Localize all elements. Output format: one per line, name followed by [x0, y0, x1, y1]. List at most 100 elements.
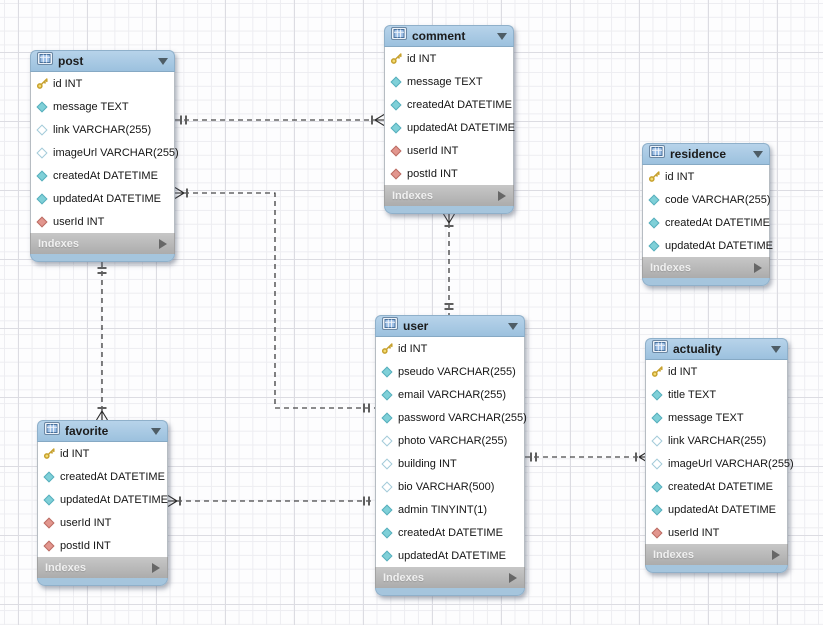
table-header[interactable]: residence: [642, 143, 770, 165]
column-definition: updatedAt DATETIME: [398, 549, 507, 562]
column-definition: userId INT: [668, 526, 720, 539]
column-definition: createdAt DATETIME: [398, 526, 503, 539]
expand-arrow-icon[interactable]: [498, 190, 506, 201]
expand-arrow-icon[interactable]: [754, 262, 762, 273]
column-updatedAt[interactable]: updatedAt DATETIME: [646, 498, 787, 521]
column-userId[interactable]: userId INT: [31, 210, 174, 233]
column-definition: title TEXT: [668, 388, 717, 401]
column-link[interactable]: link VARCHAR(255): [646, 429, 787, 452]
column-id[interactable]: id INT: [376, 337, 524, 360]
column-id[interactable]: id INT: [385, 47, 513, 70]
column-definition: createdAt DATETIME: [53, 169, 158, 182]
column-id[interactable]: id INT: [643, 165, 769, 188]
column-password[interactable]: password VARCHAR(255): [376, 406, 527, 429]
column-createdAt[interactable]: createdAt DATETIME: [643, 211, 770, 234]
relationship-post-user[interactable]: [174, 187, 375, 413]
column-definition: message TEXT: [407, 75, 483, 88]
column-message[interactable]: message TEXT: [646, 406, 787, 429]
cardinality-many-marker: [443, 213, 455, 227]
column-id[interactable]: id INT: [646, 360, 787, 383]
collapse-arrow-icon[interactable]: [151, 427, 161, 435]
column-createdAt[interactable]: createdAt DATETIME: [385, 93, 513, 116]
column-createdAt[interactable]: createdAt DATETIME: [646, 475, 787, 498]
column-updatedAt[interactable]: updatedAt DATETIME: [31, 187, 174, 210]
column-definition: link VARCHAR(255): [53, 123, 152, 136]
column-userId[interactable]: userId INT: [385, 139, 513, 162]
expand-arrow-icon[interactable]: [152, 562, 160, 573]
relationship-favorite-user[interactable]: [167, 495, 375, 507]
collapse-arrow-icon[interactable]: [771, 345, 781, 353]
column-definition: link VARCHAR(255): [668, 434, 767, 447]
indexes-label: Indexes: [38, 237, 79, 250]
indexes-row[interactable]: Indexes: [642, 257, 770, 278]
column-userId[interactable]: userId INT: [38, 511, 167, 534]
notnull-column-icon: [390, 98, 403, 111]
expand-arrow-icon[interactable]: [509, 572, 517, 583]
column-link[interactable]: link VARCHAR(255): [31, 118, 174, 141]
relationship-post-comment[interactable]: [175, 114, 385, 126]
column-postId[interactable]: postId INT: [385, 162, 513, 185]
column-updatedAt[interactable]: updatedAt DATETIME: [38, 488, 168, 511]
column-userId[interactable]: userId INT: [646, 521, 787, 544]
table-header[interactable]: favorite: [37, 420, 168, 442]
columns-list: id INT title TEXT message TEXT link VARCHAR…: [645, 360, 794, 544]
collapse-arrow-icon[interactable]: [508, 322, 518, 330]
table-header[interactable]: actuality: [645, 338, 788, 360]
indexes-label: Indexes: [650, 261, 691, 274]
column-createdAt[interactable]: createdAt DATETIME: [376, 521, 524, 544]
indexes-row[interactable]: Indexes: [645, 544, 788, 565]
indexes-row[interactable]: Indexes: [37, 557, 168, 578]
collapse-arrow-icon[interactable]: [158, 57, 168, 65]
indexes-row[interactable]: Indexes: [375, 567, 525, 588]
primary-key-icon: [43, 448, 56, 460]
table-actuality[interactable]: actuality id INT title TEXT message TEXT lin…: [645, 338, 794, 573]
table-header[interactable]: post: [30, 50, 175, 72]
column-definition: pseudo VARCHAR(255): [398, 365, 516, 378]
column-code[interactable]: code VARCHAR(255): [643, 188, 771, 211]
column-title[interactable]: title TEXT: [646, 383, 787, 406]
notnull-column-icon: [390, 121, 403, 134]
collapse-arrow-icon[interactable]: [497, 32, 507, 40]
table-bottom-edge: [375, 588, 525, 596]
column-bio[interactable]: bio VARCHAR(500): [376, 475, 524, 498]
table-header[interactable]: comment: [384, 25, 514, 47]
column-admin[interactable]: admin TINYINT(1): [376, 498, 524, 521]
column-postId[interactable]: postId INT: [38, 534, 167, 557]
column-message[interactable]: message TEXT: [31, 95, 174, 118]
relationship-user-actuality[interactable]: [525, 451, 649, 463]
table-header[interactable]: user: [375, 315, 525, 337]
column-updatedAt[interactable]: updatedAt DATETIME: [643, 234, 773, 257]
indexes-row[interactable]: Indexes: [384, 185, 514, 206]
column-message[interactable]: message TEXT: [385, 70, 513, 93]
column-id[interactable]: id INT: [31, 72, 174, 95]
column-createdAt[interactable]: createdAt DATETIME: [38, 465, 167, 488]
table-title: actuality: [673, 342, 722, 356]
relationship-post-favorite[interactable]: [96, 262, 108, 421]
cardinality-one-marker: [363, 496, 370, 506]
indexes-row[interactable]: Indexes: [30, 233, 175, 254]
column-id[interactable]: id INT: [38, 442, 167, 465]
primary-key-icon: [390, 53, 403, 65]
column-updatedAt[interactable]: updatedAt DATETIME: [385, 116, 515, 139]
relationship-line[interactable]: [175, 192, 375, 409]
column-email[interactable]: email VARCHAR(255): [376, 383, 524, 406]
column-building[interactable]: building INT: [376, 452, 524, 475]
collapse-arrow-icon[interactable]: [753, 150, 763, 158]
column-pseudo[interactable]: pseudo VARCHAR(255): [376, 360, 524, 383]
expand-arrow-icon[interactable]: [159, 238, 167, 249]
column-updatedAt[interactable]: updatedAt DATETIME: [376, 544, 524, 567]
relationship-comment-user[interactable]: [443, 213, 455, 315]
column-imageUrl[interactable]: imageUrl VARCHAR(255): [31, 141, 179, 164]
column-imageUrl[interactable]: imageUrl VARCHAR(255): [646, 452, 794, 475]
column-createdAt[interactable]: createdAt DATETIME: [31, 164, 174, 187]
table-icon: [382, 317, 398, 335]
expand-arrow-icon[interactable]: [772, 549, 780, 560]
column-photo[interactable]: photo VARCHAR(255): [376, 429, 524, 452]
